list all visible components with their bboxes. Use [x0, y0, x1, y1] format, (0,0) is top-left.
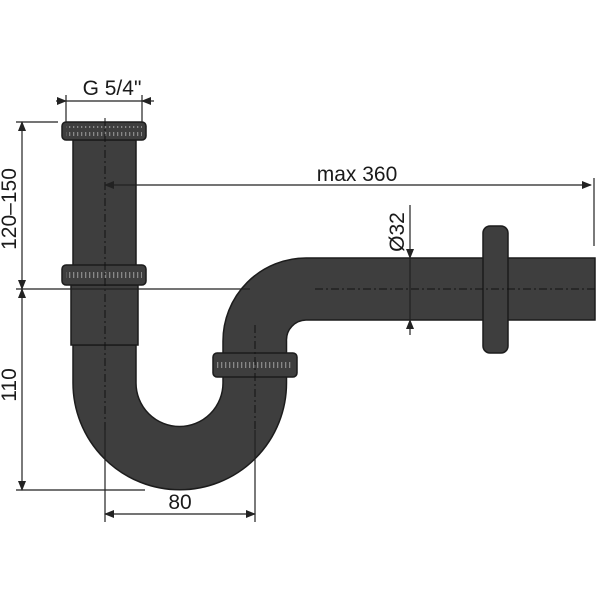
- max-length-label: max 360: [317, 163, 398, 186]
- diameter-label: Ø32: [386, 212, 409, 252]
- width-label: 80: [168, 491, 191, 514]
- height-adjustable-label: 120–150: [0, 168, 21, 250]
- u-bend: [72, 257, 596, 491]
- dimension-lines: [16, 95, 595, 522]
- center-lines: [104, 118, 598, 430]
- height-lower-label: 110: [0, 368, 21, 401]
- thread-size-label: G 5/4": [83, 77, 142, 100]
